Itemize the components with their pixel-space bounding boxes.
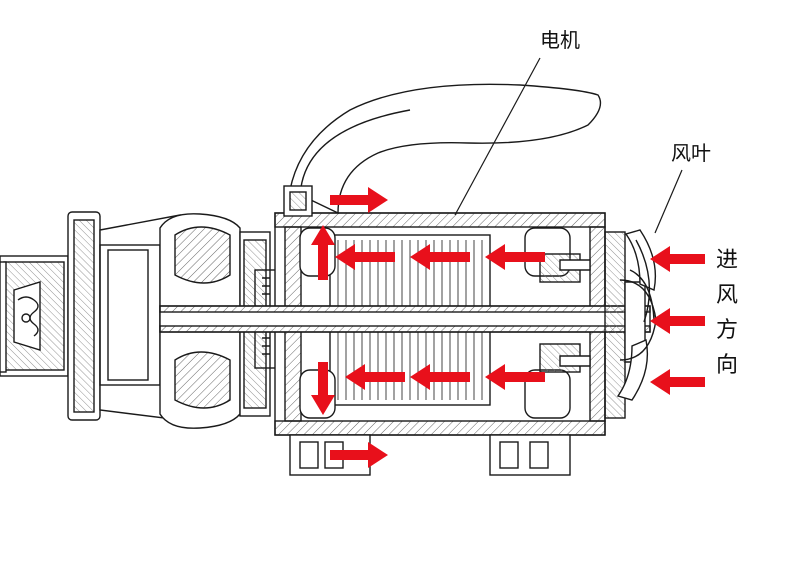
internal-arrow-u2 [410, 244, 470, 270]
motor-leader-line [454, 57, 541, 216]
fan-assembly [604, 229, 657, 419]
handle [283, 83, 602, 217]
motor-label: 电机 [540, 28, 580, 52]
internal-arrow-u3 [335, 244, 395, 270]
internal-arrow-u1 [485, 244, 545, 270]
internal-arrow-l1 [485, 364, 545, 390]
pump-end [0, 255, 69, 377]
intake-arrow-1 [650, 246, 705, 272]
coupling-housing [67, 211, 278, 429]
fan-leader-line [654, 169, 683, 234]
exhaust-arrow-top [330, 187, 388, 213]
internal-arrow-l3 [345, 364, 405, 390]
airflow-arrows [311, 187, 705, 468]
internal-arrow-l2 [410, 364, 470, 390]
intake-arrow-3 [650, 369, 705, 395]
exhaust-arrow-bottom [330, 442, 388, 468]
intake-arrow-2 [650, 308, 705, 334]
vertical-arrow-down [311, 362, 335, 415]
fan-blade-label: 风叶 [671, 141, 711, 165]
vertical-arrow-up [311, 225, 335, 280]
intake-direction-label: 进风方向 [715, 248, 738, 378]
